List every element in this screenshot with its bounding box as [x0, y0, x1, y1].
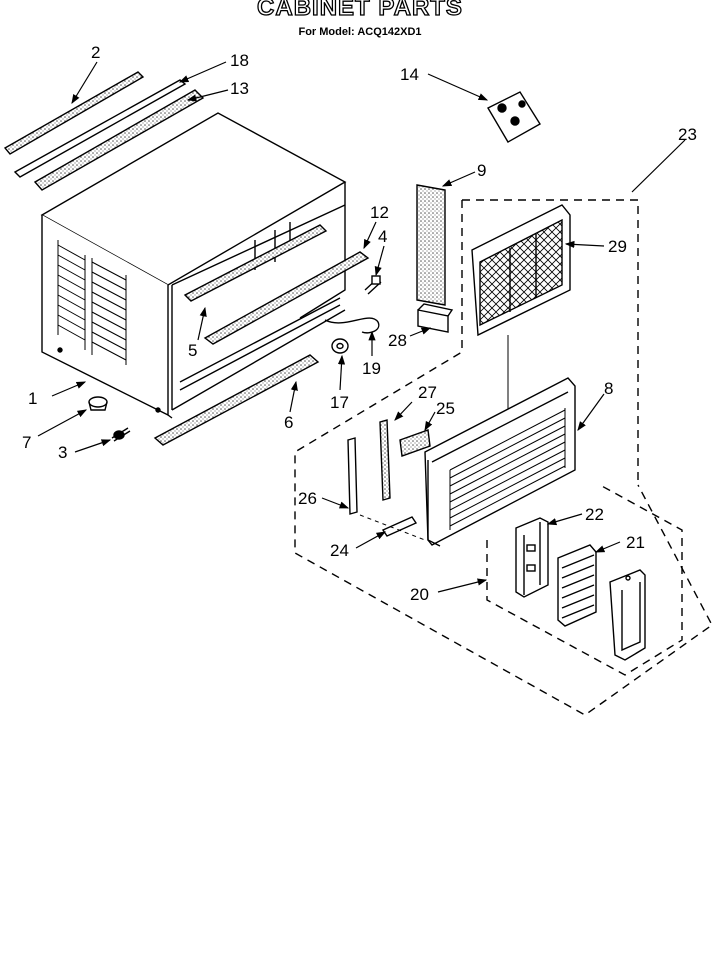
part-25-pad [399, 429, 431, 457]
callout-23: 23 [678, 125, 697, 144]
callout-20: 20 [410, 585, 429, 604]
callout-13: 13 [230, 79, 249, 98]
callout-24: 24 [330, 541, 349, 560]
part-8-front-grille [424, 377, 576, 547]
callout-4: 4 [378, 227, 387, 246]
part-1-cabinet [40, 112, 347, 419]
part-4-screw [364, 275, 382, 295]
callout-25: 25 [436, 399, 455, 418]
callout-2: 2 [91, 43, 100, 62]
callout-6: 6 [284, 413, 293, 432]
callout-9: 9 [477, 161, 486, 180]
callout-1: 1 [28, 389, 37, 408]
part-27-strip [379, 419, 391, 501]
model-subtitle: For Model: ACQ142XD1 [298, 26, 422, 38]
callout-19: 19 [362, 359, 381, 378]
callout-27: 27 [418, 383, 437, 402]
callout-17: 17 [330, 393, 349, 412]
callout-29: 29 [608, 237, 627, 256]
callout-7: 7 [22, 433, 31, 452]
part-9-foam [416, 184, 446, 306]
part-29-filter [471, 204, 571, 337]
callout-21: 21 [626, 533, 645, 552]
part-3-screw [111, 427, 131, 442]
callout-5: 5 [188, 341, 197, 360]
callout-3: 3 [58, 443, 67, 462]
part-26-strip [347, 437, 358, 515]
part-21-louver [557, 544, 597, 627]
callout-28: 28 [388, 331, 407, 350]
callout-22: 22 [585, 505, 604, 524]
part-20-assembly-outline [486, 484, 683, 676]
callout-12: 12 [370, 203, 389, 222]
part-17-bushing [331, 338, 349, 354]
part-28-block [417, 303, 454, 333]
part-24-bracket [381, 516, 418, 537]
part-23-assembly-outline [294, 199, 713, 716]
callout-18: 18 [230, 51, 249, 70]
part-19-cord [324, 317, 380, 334]
callout-8: 8 [604, 379, 613, 398]
callout-14: 14 [400, 65, 419, 84]
callout-26: 26 [298, 489, 317, 508]
part-13-gasket [33, 89, 205, 191]
part-7-plug [88, 396, 108, 411]
part-22-bracket [515, 517, 549, 598]
part-14-hardware-bag [487, 91, 541, 143]
part-18-strip [13, 79, 187, 178]
part-5-rail [183, 224, 328, 302]
part-20-frame [609, 569, 646, 661]
part-2-top-rail [3, 71, 145, 155]
part-12-rail [203, 251, 370, 345]
page-title: CABINET PARTS [256, 0, 463, 22]
part-6-rail [153, 354, 320, 446]
